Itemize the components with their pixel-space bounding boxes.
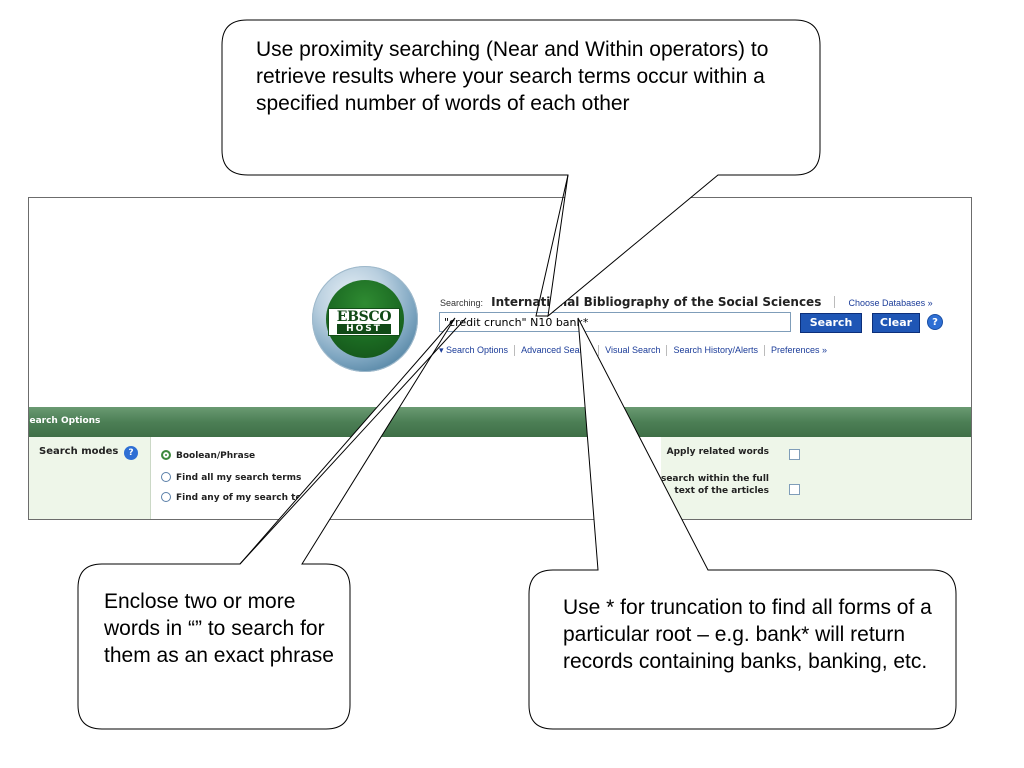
callout-right-text: Use * for truncation to find all forms o…: [563, 596, 932, 673]
ebsco-search-screenshot: EBSCO HOST Searching: International Bibl…: [28, 197, 972, 520]
callout-right-bubble: [528, 317, 957, 730]
search-links-row: ▾ Search Options Advanced Search Visual Se…: [439, 345, 828, 357]
search-modes-help-icon[interactable]: ?: [124, 446, 138, 460]
radio-icon[interactable]: [161, 472, 171, 482]
callout-left-text: Enclose two or more words in “” to searc…: [104, 590, 334, 667]
preferences-link[interactable]: Preferences »: [771, 345, 828, 355]
mode-boolean-phrase[interactable]: Boolean/Phrase: [161, 450, 255, 461]
search-input[interactable]: [439, 312, 791, 332]
callout-left-pointer-2: [239, 317, 467, 565]
choose-databases-link[interactable]: Choose Databases »: [848, 298, 933, 308]
logo-ebsco-text: EBSCO: [336, 309, 392, 325]
search-history-link[interactable]: Search History/Alerts: [673, 345, 759, 355]
advanced-search-link[interactable]: Advanced Search: [521, 345, 593, 355]
help-icon[interactable]: ?: [927, 314, 943, 330]
full-text-search-label: Also search within the full text of the …: [636, 474, 769, 496]
full-text-search-checkbox[interactable]: [789, 484, 800, 495]
search-options-bar: Search Options: [29, 407, 971, 437]
apply-related-words-label: Apply related words: [666, 447, 769, 457]
callout-top-text: Use proximity searching (Near and Within…: [256, 38, 769, 115]
callout-top-pointer-2: [535, 174, 569, 317]
apply-related-words-checkbox[interactable]: [789, 449, 800, 460]
search-modes-label: Search modes: [39, 446, 119, 457]
visual-search-link[interactable]: Visual Search: [605, 345, 661, 355]
searching-label: Searching:: [440, 298, 484, 308]
logo-host-text: HOST: [337, 324, 391, 334]
search-options-link[interactable]: ▾ Search Options: [439, 345, 509, 355]
search-options-panel: Search modes ? Boolean/Phrase Find all m…: [29, 437, 971, 519]
ebscohost-logo: EBSCO HOST: [312, 266, 418, 372]
searching-row: Searching: International Bibliography of…: [440, 291, 933, 310]
mode-find-all[interactable]: Find all my search terms: [161, 472, 301, 483]
radio-icon[interactable]: [161, 492, 171, 502]
radio-selected-icon[interactable]: [161, 450, 171, 460]
search-button[interactable]: Search: [800, 313, 862, 333]
search-options-title: Search Options: [28, 416, 101, 426]
database-name: International Bibliography of the Social…: [491, 295, 822, 309]
callout-left-bubble: [77, 317, 456, 730]
mode-find-any[interactable]: Find any of my search terms: [161, 492, 321, 503]
clear-button[interactable]: Clear: [872, 313, 920, 333]
